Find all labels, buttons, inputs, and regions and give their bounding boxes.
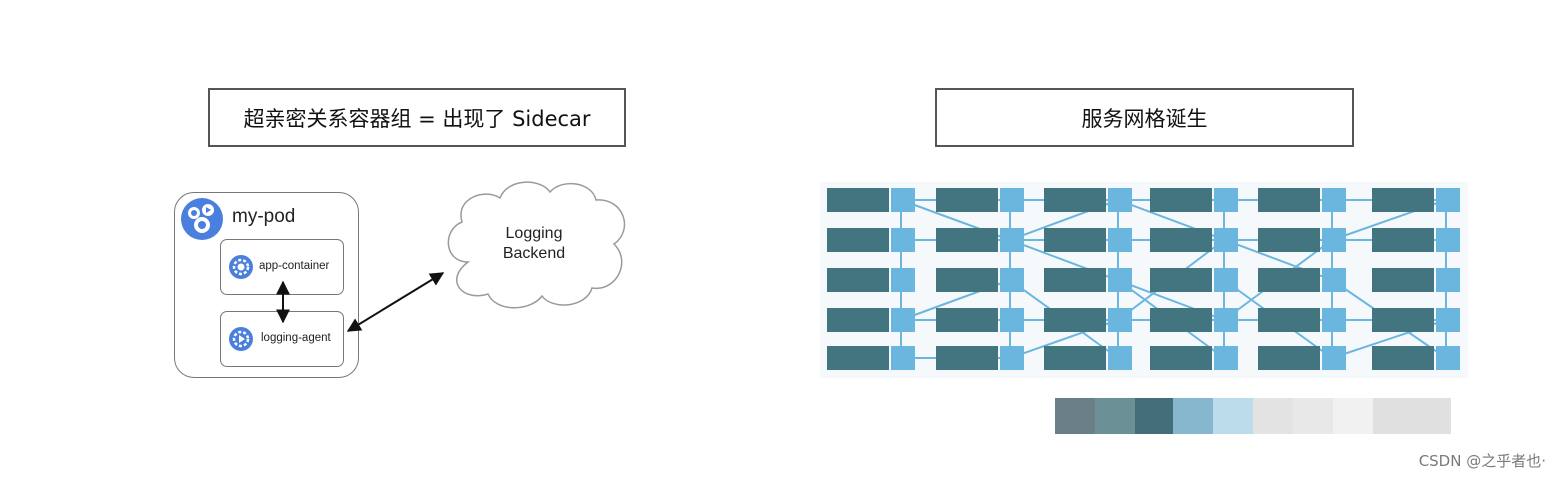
mesh-sidecar — [1322, 228, 1346, 252]
service-mesh-title-text: 服务网格诞生 — [1081, 106, 1208, 131]
legend-swatch — [1173, 398, 1213, 434]
mesh-service — [1258, 308, 1320, 332]
mesh-service — [1150, 228, 1212, 252]
mesh-service — [827, 228, 889, 252]
mesh-background — [820, 182, 1468, 378]
mesh-sidecar — [1000, 308, 1024, 332]
logging-backend-line1: Logging — [505, 225, 563, 242]
logging-backend-cloud — [447, 181, 626, 309]
legend-swatch — [1055, 398, 1095, 434]
mesh-sidecar — [1108, 268, 1132, 292]
mesh-service — [1372, 308, 1434, 332]
mesh-sidecar — [1108, 308, 1132, 332]
mesh-sidecar — [1436, 308, 1460, 332]
mesh-sidecar — [1214, 346, 1238, 370]
pod-gear-icon — [181, 198, 223, 240]
mesh-service — [936, 228, 998, 252]
mesh-service — [1258, 188, 1320, 212]
mesh-sidecar — [891, 308, 915, 332]
mesh-service — [1044, 188, 1106, 212]
mesh-service — [1044, 346, 1106, 370]
legend-swatch — [1095, 398, 1135, 434]
sidecar-title-text: 超亲密关系容器组 = 出现了 Sidecar — [243, 106, 591, 131]
mesh-service — [1044, 228, 1106, 252]
mesh-service — [827, 308, 889, 332]
mesh-service — [936, 346, 998, 370]
mesh-service — [936, 188, 998, 212]
service-mesh-title: 服务网格诞生 — [935, 88, 1354, 147]
mesh-sidecar — [1214, 268, 1238, 292]
mesh-service — [1150, 346, 1212, 370]
legend-swatch — [1213, 398, 1253, 434]
app-container-label: app-container — [259, 260, 330, 272]
logging-agent-label: logging-agent — [261, 332, 331, 344]
mesh-service — [1258, 346, 1320, 370]
pod-name-label: my-pod — [232, 206, 296, 227]
mesh-sidecar — [1108, 228, 1132, 252]
legend-swatch — [1293, 398, 1333, 434]
mesh-service — [1044, 268, 1106, 292]
mesh-service — [1372, 346, 1434, 370]
mesh-sidecar — [1214, 228, 1238, 252]
logging-backend-label: Logging Backend — [480, 224, 588, 264]
legend-swatch — [1373, 398, 1451, 434]
mesh-sidecar — [1436, 268, 1460, 292]
mesh-sidecar — [1108, 188, 1132, 212]
mesh-service — [1044, 308, 1106, 332]
mesh-sidecar — [1108, 346, 1132, 370]
csdn-watermark: CSDN @之乎者也· — [1418, 452, 1546, 470]
mesh-sidecar — [891, 346, 915, 370]
mesh-service — [1150, 308, 1212, 332]
mesh-sidecar — [1000, 268, 1024, 292]
mesh-service — [1258, 268, 1320, 292]
mesh-sidecar — [891, 228, 915, 252]
sidecar-title: 超亲密关系容器组 = 出现了 Sidecar — [208, 88, 626, 147]
mesh-sidecar — [1000, 228, 1024, 252]
mesh-sidecar — [1214, 308, 1238, 332]
mesh-sidecar — [1322, 188, 1346, 212]
mesh-service — [936, 308, 998, 332]
mesh-service — [827, 268, 889, 292]
mesh-service — [1150, 268, 1212, 292]
mesh-service — [1258, 228, 1320, 252]
mesh-sidecar — [1000, 346, 1024, 370]
mesh-sidecar — [1436, 346, 1460, 370]
mesh-service — [827, 346, 889, 370]
mesh-sidecar — [891, 188, 915, 212]
mesh-sidecar — [1214, 188, 1238, 212]
logging-agent-gear-icon — [229, 327, 253, 351]
legend-swatch — [1135, 398, 1173, 434]
logging-backend-line2: Backend — [502, 245, 566, 262]
mesh-service — [1372, 228, 1434, 252]
legend-swatch — [1333, 398, 1373, 434]
mesh-sidecar — [1322, 346, 1346, 370]
app-container-gear-icon — [229, 255, 253, 279]
mesh-sidecar — [1322, 308, 1346, 332]
mesh-service — [1372, 188, 1434, 212]
mesh-service — [936, 268, 998, 292]
mesh-sidecar — [891, 268, 915, 292]
mesh-sidecar — [1000, 188, 1024, 212]
mesh-service — [1372, 268, 1434, 292]
mesh-service — [1150, 188, 1212, 212]
backend-link-arrow — [346, 272, 445, 332]
mesh-service — [827, 188, 889, 212]
mesh-sidecar — [1436, 228, 1460, 252]
legend-swatch — [1253, 398, 1293, 434]
mesh-sidecar — [1322, 268, 1346, 292]
mesh-sidecar — [1436, 188, 1460, 212]
